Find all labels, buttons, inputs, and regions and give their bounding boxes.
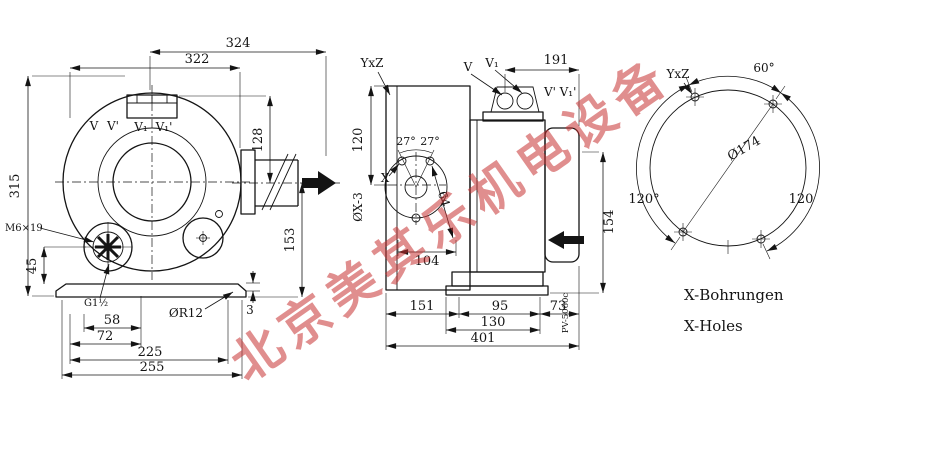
label-yxz-side: YxZ [359, 56, 383, 70]
dim-315-label: 315 [8, 174, 23, 199]
caption-x-bohrungen: X-Bohrungen [684, 286, 784, 304]
label-yxz-holes: YxZ [665, 67, 689, 81]
front-outlet-port [232, 149, 340, 215]
front-dimension-lines [25, 49, 327, 379]
doc-number-label: PV-5060c [561, 293, 571, 334]
label-v-side: V [463, 60, 473, 74]
dim-3-label: 3 [246, 303, 254, 317]
label-vp-side: V' [543, 85, 556, 99]
flow-arrow-out [302, 171, 336, 195]
dim-104-label: 104 [415, 254, 440, 269]
dim-153-label: 153 [283, 228, 298, 253]
dim-72-label: 72 [97, 329, 114, 344]
dim-73-label: 73 [550, 299, 567, 314]
flow-arrow-in [548, 231, 584, 249]
front-housing-outline [55, 85, 250, 298]
side-body-outline [385, 85, 584, 296]
port-label-vp: V' [106, 119, 119, 133]
dim-174-label: Ø174 [725, 134, 763, 165]
dim-95-label: 95 [492, 299, 509, 314]
dim-151-label: 151 [410, 299, 435, 314]
dim-130-label: 130 [481, 315, 506, 330]
angle-60-label: 60° [753, 61, 774, 75]
dim-64-label: 64 [435, 190, 453, 209]
star-marked-hole [84, 222, 132, 272]
label-x: X [381, 171, 390, 185]
dim-322-label: 322 [185, 52, 210, 67]
caption-x-holes: X-Holes [684, 317, 743, 335]
dim-225-label: 225 [138, 345, 163, 360]
dim-401-label: 401 [471, 331, 496, 346]
dim-255-label: 255 [140, 360, 165, 375]
thread-g-label: G1½ [84, 298, 108, 309]
label-ox3: ØX-3 [351, 192, 365, 221]
angle-27-left-label: 27° [396, 135, 416, 148]
label-v1-side: V₁ [484, 56, 498, 70]
side-dimension-lines [368, 67, 606, 350]
angle-27-right-label: 27° [420, 135, 440, 148]
side-view: YxZ V V₁ V' V₁' 191 120 ØX-3 27° 27° 64 … [351, 53, 617, 350]
thread-m6-label: M6×19 [5, 223, 43, 234]
dim-191-label: 191 [544, 53, 569, 68]
dim-45-label: 45 [25, 258, 40, 275]
dim-120-right-label: 120 [789, 192, 814, 207]
dim-128-label: 128 [251, 128, 266, 153]
port-label-v: V [89, 119, 99, 133]
dim-120-label: 120 [351, 128, 366, 153]
dim-154-label: 154 [602, 210, 617, 235]
dim-324-label: 324 [226, 36, 251, 51]
front-view: 324 322 315 45 128 153 3 M6×19 G1½ ØR12 … [5, 36, 340, 379]
port-label-v1: V₁ [133, 120, 147, 134]
angle-120-left-label: 120° [628, 192, 659, 207]
hole-pattern-view: YxZ 60° Ø174 120° 120 X-Bohrungen X-Hole… [628, 61, 820, 335]
label-v1p-side: V₁' [559, 85, 577, 99]
side-flange-detail [384, 149, 454, 239]
bolt-circle-linework [636, 75, 820, 260]
port-label-v1p: V₁' [155, 120, 173, 134]
radius-r12-label: ØR12 [169, 306, 203, 320]
dim-58-label: 58 [104, 313, 121, 328]
